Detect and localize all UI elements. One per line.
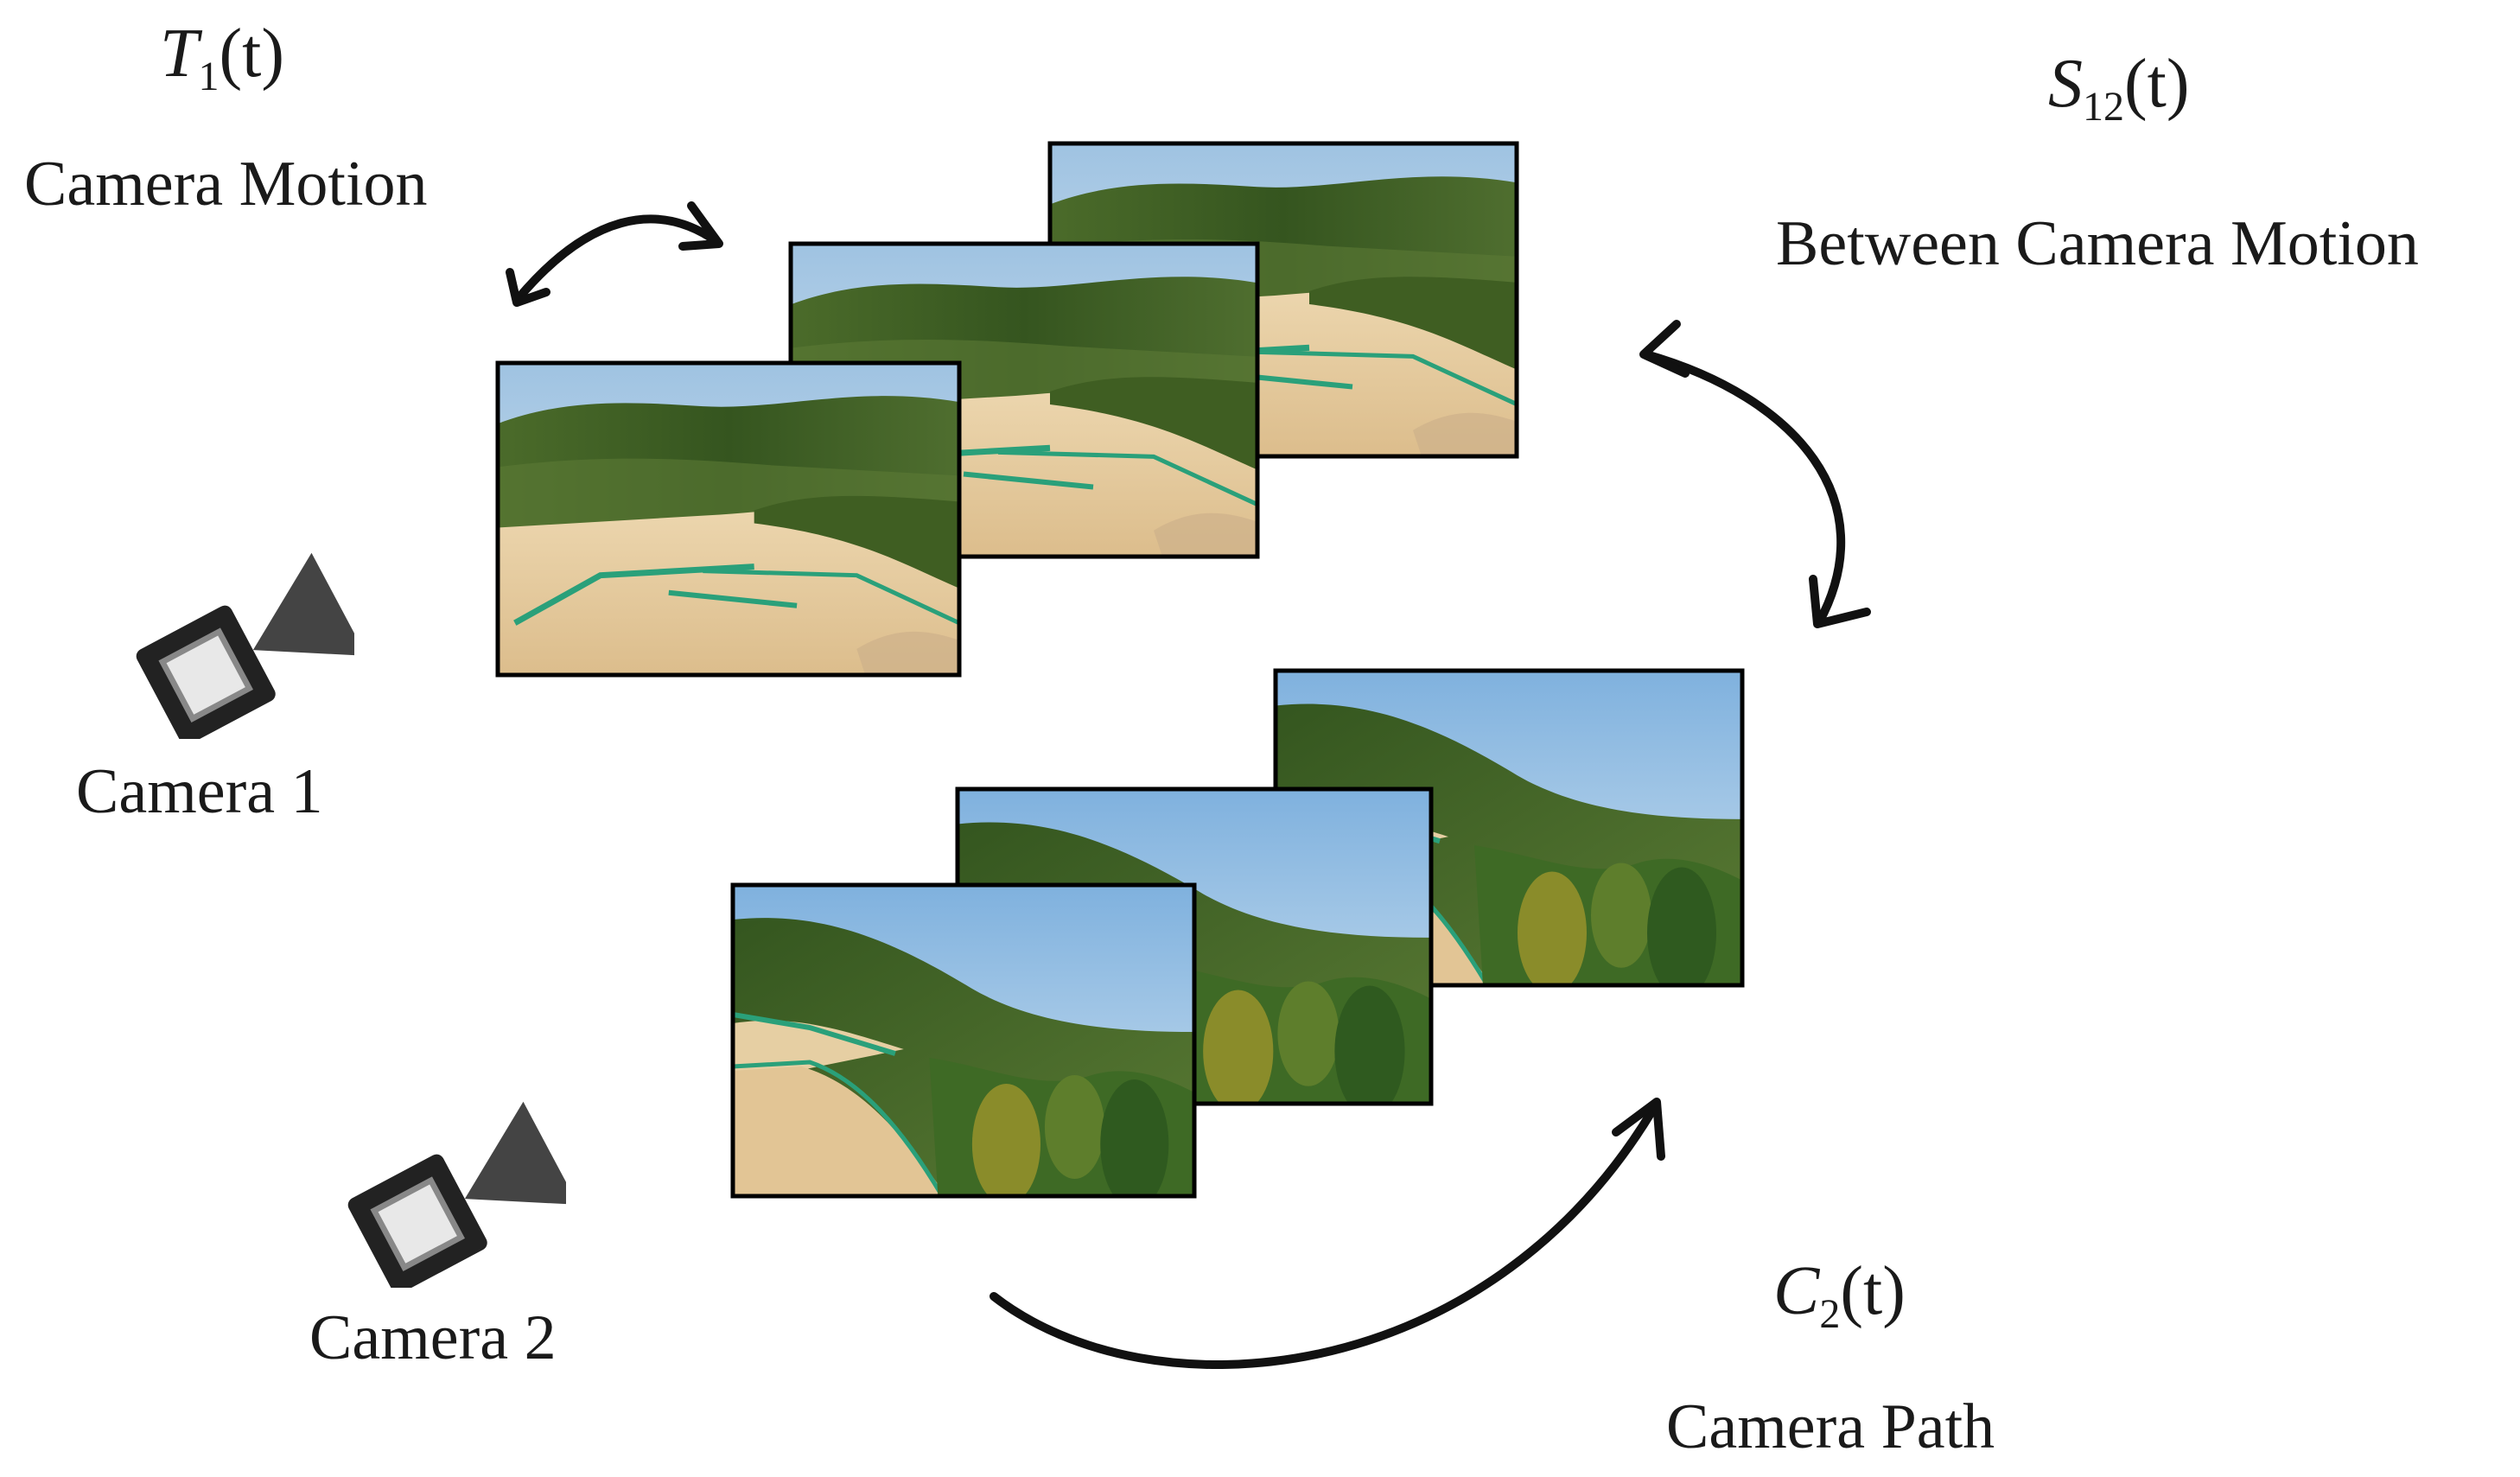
camera2-label: Camera 2	[309, 1302, 557, 1373]
c2-symbol: C2(t)	[1773, 1253, 1906, 1337]
camera2-frame-1	[730, 882, 1197, 1199]
camera-path-label: Camera Path	[1666, 1391, 1995, 1462]
camera1-label: Camera 1	[76, 756, 323, 827]
camera-motion-label: Camera Motion	[24, 149, 428, 220]
camera-path-arrow	[990, 1098, 1665, 1369]
t1-symbol: T1(t)	[160, 16, 284, 99]
camera2-frame-stack	[730, 668, 1745, 1199]
video-camera-icon	[131, 553, 366, 752]
s12-symbol: S12(t)	[2048, 46, 2190, 130]
video-camera-icon	[343, 1102, 578, 1301]
camera1-frame-1	[495, 360, 962, 678]
between-camera-motion-label: Between Camera Motion	[1776, 208, 2419, 279]
camera1-frame-stack	[495, 141, 1519, 678]
camera-motion-arrow	[506, 201, 723, 307]
between-camera-motion-arrow	[1639, 320, 1871, 628]
